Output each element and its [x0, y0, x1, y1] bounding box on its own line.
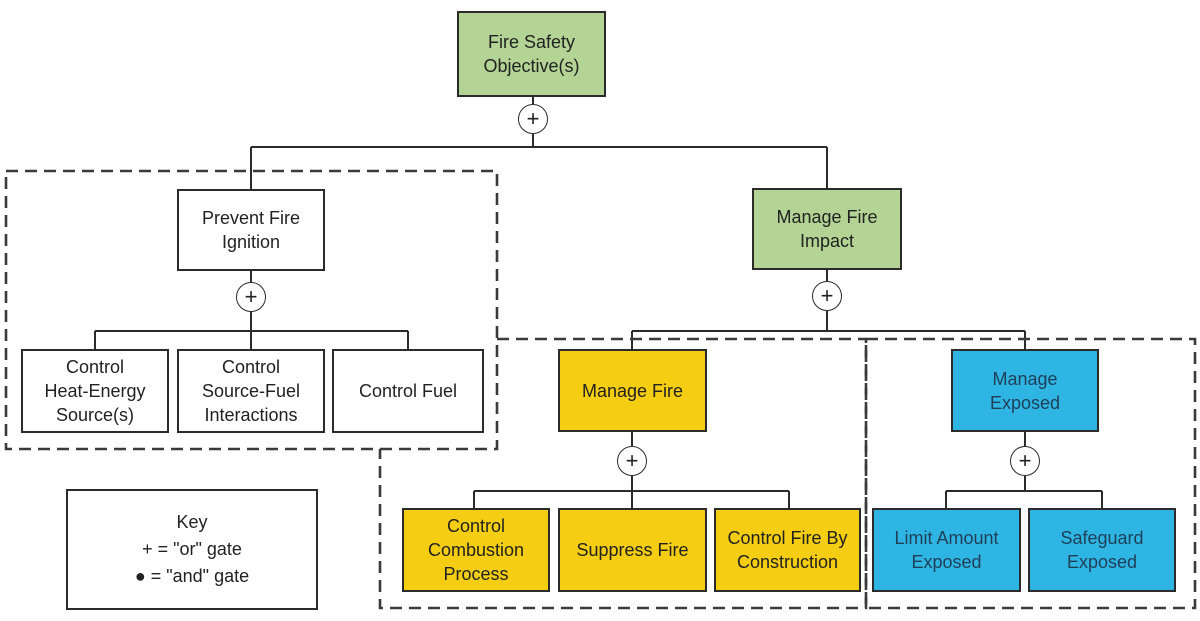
or-gate-icon: + [518, 104, 548, 134]
or-gate-icon: + [236, 282, 266, 312]
group-outline-prevent [4, 169, 499, 451]
node-manage-fire-impact: Manage Fire Impact [752, 188, 902, 270]
legend-title: Key [176, 512, 208, 532]
node-prevent-fire-ignition: Prevent Fire Ignition [177, 189, 325, 271]
node-suppress-fire: Suppress Fire [558, 508, 707, 592]
group-outline-manage-fire [378, 337, 868, 610]
node-limit-amount-exposed: Limit Amount Exposed [872, 508, 1021, 592]
group-outline-manage-exposed [864, 337, 1197, 610]
node-safeguard-exposed: Safeguard Exposed [1028, 508, 1176, 592]
node-fire-safety-objectives: Fire Safety Objective(s) [457, 11, 606, 97]
node-control-source-fuel-interactions: Control Source-Fuel Interactions [177, 349, 325, 433]
node-manage-fire: Manage Fire [558, 349, 707, 432]
node-control-fuel: Control Fuel [332, 349, 484, 433]
node-control-fire-by-construction: Control Fire By Construction [714, 508, 861, 592]
node-control-heat-energy-sources: Control Heat-Energy Source(s) [21, 349, 169, 433]
node-manage-exposed: Manage Exposed [951, 349, 1099, 432]
or-gate-icon: + [617, 446, 647, 476]
legend-key: Key + = "or" gate ● = "and" gate [66, 489, 318, 610]
legend-and-gate: ● = "and" gate [134, 566, 250, 586]
or-gate-icon: + [812, 281, 842, 311]
legend-or-gate: + = "or" gate [142, 539, 242, 559]
node-control-combustion-process: Control Combustion Process [402, 508, 550, 592]
or-gate-icon: + [1010, 446, 1040, 476]
